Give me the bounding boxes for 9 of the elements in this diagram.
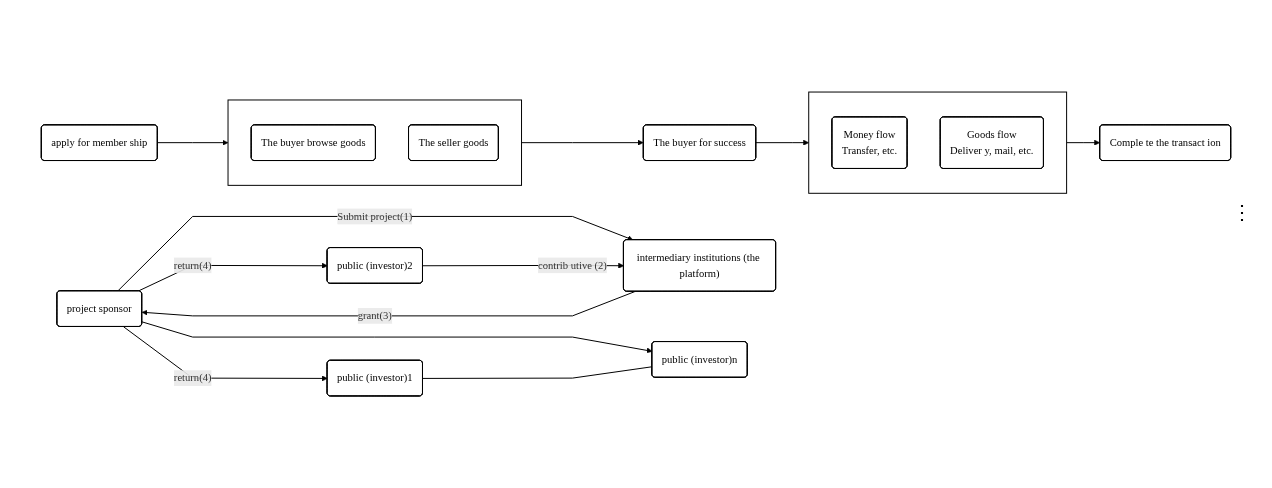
cluster [808,91,1068,194]
edge-label: return(4) [173,372,212,384]
cluster [227,99,523,186]
edge-label: return(4) [173,259,212,271]
edge-label: grant(3) [357,309,392,322]
ellipsis-label: ⋮ [1232,200,1252,224]
edge-label: Submit project(1) [337,210,413,222]
connector [422,366,653,379]
edge-label: contrib utive (2) [538,259,607,271]
